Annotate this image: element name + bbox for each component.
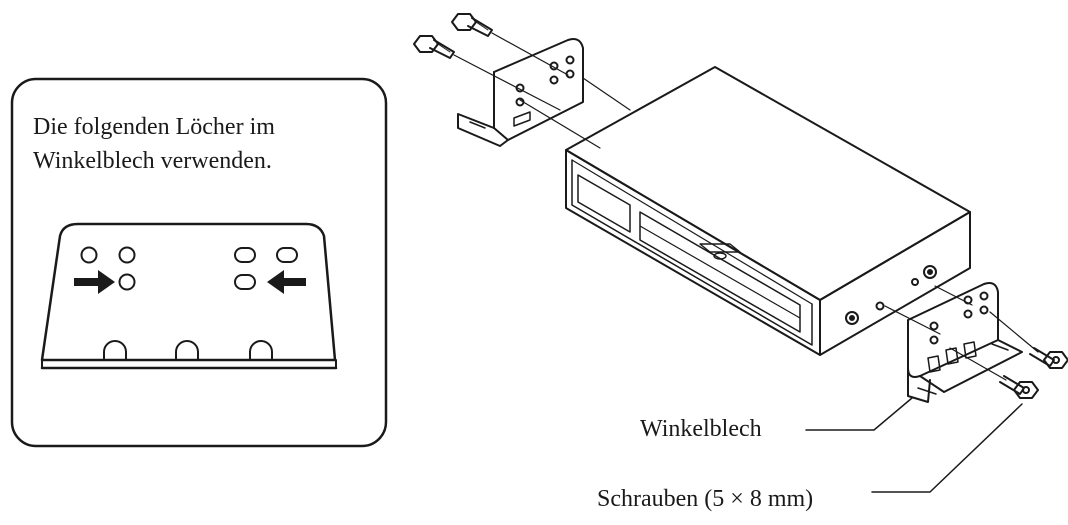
screw-bottom-2 [999,375,1039,399]
screws-label: Schrauben (5 × 8 mm) [597,486,814,512]
oval-hole-icon [234,247,256,263]
bracket-bottom [907,282,1023,403]
bracket-detail-illustration [40,222,338,370]
note-box-frame [10,77,388,448]
screw-top-1 [451,13,493,37]
note-text-line-1: Die folgenden Löcher im [33,114,275,140]
bracket-top [457,38,584,147]
hole-icon [80,246,98,264]
hole-icon [118,246,136,264]
arrow-right-icon [74,270,115,294]
screw-top-2 [413,35,455,59]
screw-bottom-1 [1029,347,1068,369]
leader-line-screws [871,403,1023,493]
oval-hole-icon [276,247,298,263]
cd-changer-unit [565,66,971,356]
note-text-line-2: Winkelblech verwenden. [33,148,272,174]
arrow-left-icon [267,270,306,294]
leader-line-bracket [805,397,913,431]
oval-hole-icon [234,274,256,290]
hole-icon [118,273,136,291]
bracket-label: Winkelblech [640,416,762,442]
